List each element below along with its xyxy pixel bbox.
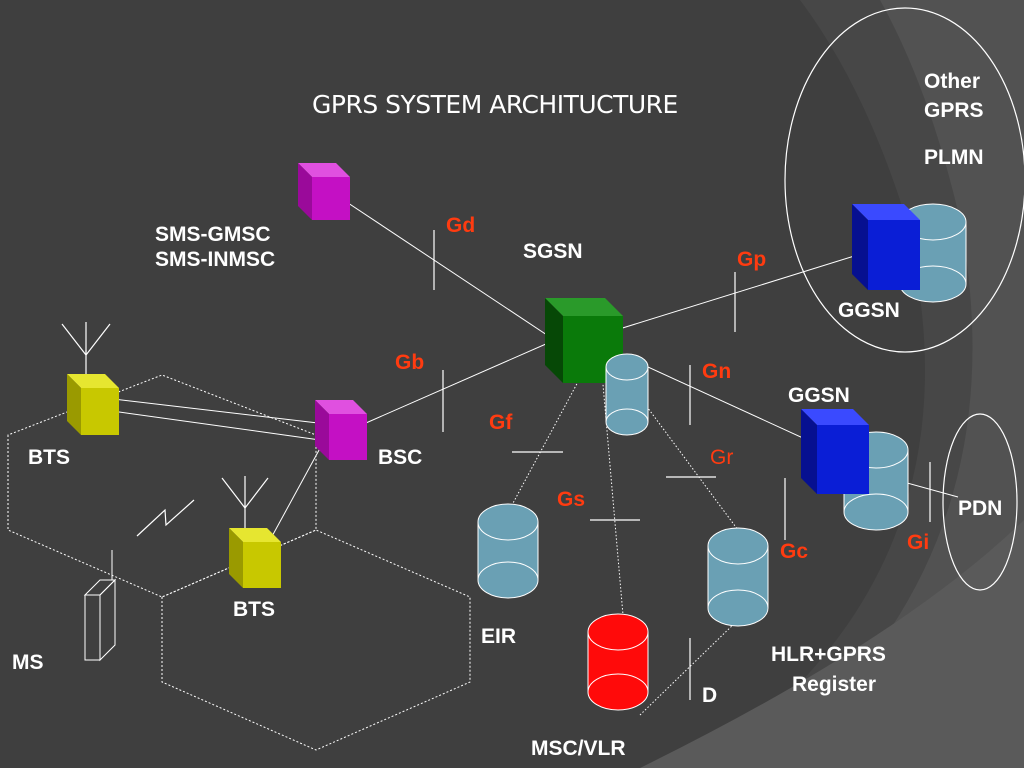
interface-gb-label: Gb [395,351,425,374]
hlr-label-2: Register [792,673,877,696]
cell-hexagon-bottom [161,529,471,751]
pdn-boundary [942,413,1018,591]
sms-gmsc-label: SMS-GMSC [155,223,271,246]
antenna-icon [61,322,111,376]
eir-label: EIR [481,625,517,648]
eir-database-icon [477,503,539,599]
sgsn-cube-icon [545,298,623,383]
link-bsc-sgsn [349,339,556,431]
sgsn-database-icon [605,353,649,436]
interface-gc-label: Gc [780,540,809,563]
other-plmn-label-3: PLMN [924,146,984,169]
interface-gp-label: Gp [737,248,767,271]
interface-gi-label: Gi [907,531,930,554]
bts-bottom-label: BTS [233,598,275,621]
ggsn-mid-label: GGSN [788,384,850,407]
interface-gd-label: Gd [446,214,476,237]
other-plmn-label-1: Other [924,70,981,93]
link-sgsn-msc [599,349,624,616]
link-gmsc-sgsn [335,194,563,346]
interface-ticks [433,230,931,700]
link-sgsn-hlr [604,349,739,531]
bsc-label: BSC [378,446,423,469]
ggsn-mid-cube-icon [801,409,869,494]
hlr-database-icon [707,527,769,627]
interface-gr-label: Gr [710,446,734,469]
link-bts-left-bsc-2 [104,409,321,441]
cell-hexagons [7,374,471,751]
msc-vlr-label: MSC/VLR [531,737,626,760]
ggsn-top-label: GGSN [838,299,900,322]
pdn-label: PDN [958,497,1003,520]
msc-vlr-database-icon [587,613,649,711]
sms-gmsc-cube-icon [298,163,350,220]
antenna-icon [221,476,269,530]
link-sgsn-ggsn-top [599,247,881,336]
bts-left-label: BTS [28,446,70,469]
page-title: GPRS SYSTEM ARCHITUCTURE [312,90,678,119]
other-plmn-boundary [784,7,1024,353]
other-plmn-label-2: GPRS [924,99,984,122]
bsc-cube-icon [315,400,367,460]
interface-gf-label: Gf [489,411,513,434]
ggsn-top-cube-icon [852,204,920,290]
interface-gs-label: Gs [557,488,586,511]
radio-link-icon [136,499,195,537]
link-bts-left-bsc [104,397,336,426]
interface-gn-label: Gn [702,360,732,383]
bts-left-cube-icon [67,374,119,435]
sms-inmsc-label: SMS-INMSC [155,248,276,271]
interface-d-label: D [702,684,718,707]
ms-label: MS [12,651,44,674]
sgsn-label: SGSN [523,240,583,263]
mobile-station-icon [83,550,117,662]
bts-bottom-cube-icon [229,528,281,588]
hlr-label-1: HLR+GPRS [771,643,886,666]
